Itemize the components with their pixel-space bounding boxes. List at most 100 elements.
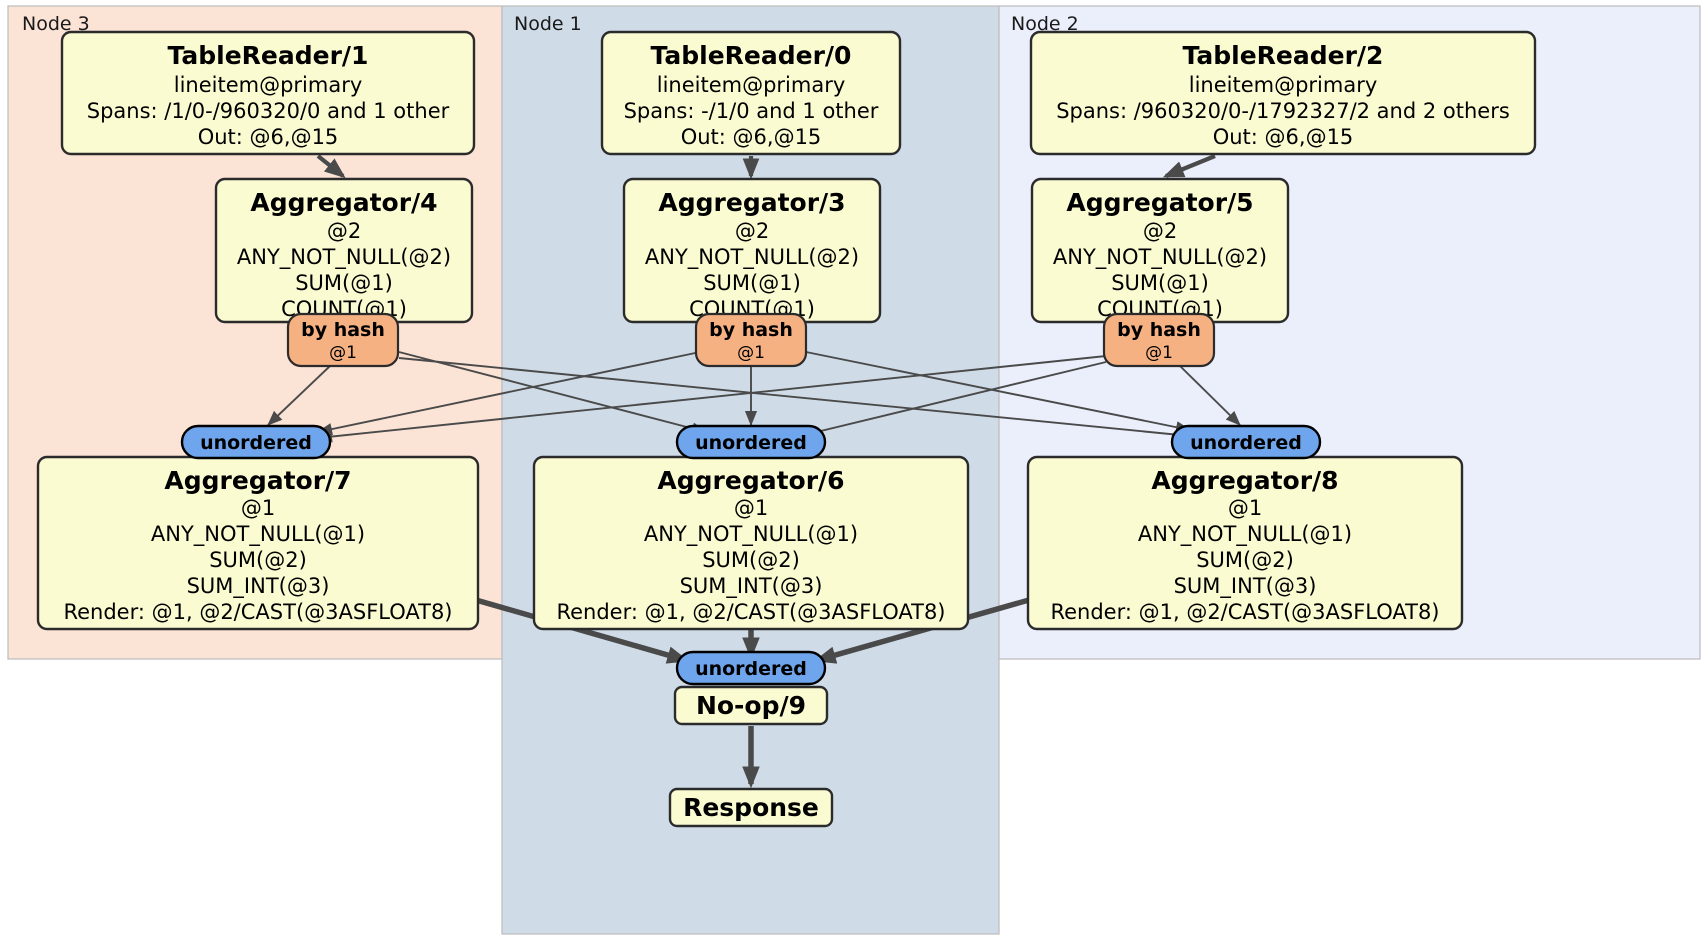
process-box-line-aggregator7-3: SUM_INT(@3) (187, 574, 330, 599)
process-box-line-aggregator6-3: SUM_INT(@3) (680, 574, 823, 599)
process-box-title-response: Response (683, 793, 819, 822)
process-box-title-tablereader2: TableReader/2 (1183, 41, 1384, 70)
hash-badge-aggregator4[interactable]: by hash @1 (286, 312, 400, 368)
process-box-line-aggregator5-0: @2 (1143, 219, 1177, 243)
process-box-line-aggregator7-4: Render: @1, @2/CAST(@3ASFLOAT8) (63, 600, 452, 624)
process-box-line-aggregator8-4: Render: @1, @2/CAST(@3ASFLOAT8) (1050, 600, 1439, 624)
process-box-line-aggregator4-0: @2 (327, 219, 361, 243)
process-box-response[interactable]: Response (668, 787, 834, 828)
node-panel-label-node2: Node 2 (1011, 13, 1079, 35)
process-box-title-aggregator6: Aggregator/6 (657, 466, 844, 495)
process-box-line-aggregator8-3: SUM_INT(@3) (1174, 574, 1317, 599)
edge-hash5-unordered-center (798, 361, 1107, 439)
process-box-title-aggregator7: Aggregator/7 (164, 466, 351, 495)
process-box-line-aggregator4-1: ANY_NOT_NULL(@2) (237, 245, 451, 270)
hash-badge-aggregator5[interactable]: by hash @1 (1102, 312, 1216, 368)
process-box-rect-noop9[interactable] (673, 685, 829, 726)
hash-badge-rect-aggregator5[interactable] (1102, 312, 1216, 368)
unordered-badge-label-right: unordered (1190, 432, 1302, 454)
unordered-badge-final[interactable]: unordered (675, 650, 827, 686)
node-panel-label-node3: Node 3 (22, 13, 90, 35)
hash-badges: by hash @1 by hash @1 by hash @1 (286, 312, 1216, 368)
process-box-tablereader1[interactable]: TableReader/1 lineitem@primary Spans: /1… (60, 30, 476, 156)
process-box-line-tablereader2-2: Out: @6,@15 (1213, 125, 1354, 149)
process-box-aggregator6[interactable]: Aggregator/6 @1 ANY_NOT_NULL(@1) SUM(@2)… (532, 455, 970, 631)
process-box-line-aggregator8-0: @1 (1228, 496, 1262, 520)
process-box-line-tablereader1-0: lineitem@primary (174, 73, 363, 97)
unordered-badge-rect-center[interactable] (675, 424, 827, 460)
process-box-aggregator3[interactable]: Aggregator/3 @2 ANY_NOT_NULL(@2) SUM(@1)… (622, 177, 882, 324)
process-boxes: TableReader/1 lineitem@primary Spans: /1… (36, 30, 1537, 828)
unordered-badge-left[interactable]: unordered (180, 424, 332, 460)
hash-badge-sub-aggregator5: @1 (1145, 343, 1173, 363)
process-box-aggregator5[interactable]: Aggregator/5 @2 ANY_NOT_NULL(@2) SUM(@1)… (1030, 177, 1290, 324)
edge-tablereader1-aggregator4 (316, 154, 346, 179)
process-box-line-aggregator4-2: SUM(@1) (295, 271, 393, 295)
edge-hash4-unordered-left (267, 365, 331, 426)
hash-badge-sub-aggregator4: @1 (329, 343, 357, 363)
edge-hash3-unordered-right (805, 351, 1192, 434)
hash-badge-rect-aggregator4[interactable] (286, 312, 400, 368)
process-box-line-aggregator5-2: SUM(@1) (1111, 271, 1209, 295)
process-box-line-aggregator7-1: ANY_NOT_NULL(@1) (151, 522, 365, 547)
process-box-title-tablereader1: TableReader/1 (168, 41, 369, 70)
process-box-line-aggregator8-2: SUM(@2) (1196, 548, 1294, 572)
process-box-rect-tablereader1[interactable] (60, 30, 476, 156)
edge-tablereader2-aggregator5 (1162, 154, 1216, 178)
hash-badge-label-aggregator3: by hash (709, 319, 793, 341)
edge-hash4-unordered-right (398, 357, 1192, 441)
process-box-tablereader0[interactable]: TableReader/0 lineitem@primary Spans: -/… (600, 30, 902, 156)
process-box-line-tablereader1-1: Spans: /1/0-/960320/0 and 1 other (87, 99, 450, 123)
process-box-line-aggregator7-2: SUM(@2) (209, 548, 307, 572)
unordered-badge-rect-right[interactable] (1170, 424, 1322, 460)
process-box-title-tablereader0: TableReader/0 (651, 41, 852, 70)
process-box-title-aggregator3: Aggregator/3 (658, 188, 845, 217)
process-box-line-tablereader0-0: lineitem@primary (657, 73, 846, 97)
process-box-line-aggregator6-1: ANY_NOT_NULL(@1) (644, 522, 858, 547)
process-box-line-aggregator3-0: @2 (735, 219, 769, 243)
hash-badge-sub-aggregator3: @1 (737, 343, 765, 363)
edge-hash5-unordered-right (1179, 365, 1241, 426)
unordered-badge-right[interactable]: unordered (1170, 424, 1322, 460)
process-box-aggregator4[interactable]: Aggregator/4 @2 ANY_NOT_NULL(@2) SUM(@1)… (214, 177, 474, 324)
process-box-title-noop9: No-op/9 (696, 691, 806, 720)
edges-hash-shuffle (267, 351, 1241, 443)
unordered-badge-label-center: unordered (695, 432, 807, 454)
hash-badge-label-aggregator4: by hash (301, 319, 385, 341)
unordered-badge-rect-final[interactable] (675, 650, 827, 686)
process-box-title-aggregator5: Aggregator/5 (1066, 188, 1253, 217)
edges-tablereader-to-aggregator (316, 154, 1216, 180)
unordered-badge-center[interactable]: unordered (675, 424, 827, 460)
edge-hash3-unordered-left (316, 351, 701, 436)
process-box-title-aggregator4: Aggregator/4 (250, 188, 437, 217)
process-box-line-aggregator7-0: @1 (241, 496, 275, 520)
edge-hash4-unordered-center (398, 351, 708, 435)
edge-hash5-unordered-left (316, 355, 1107, 443)
hash-badge-aggregator3[interactable]: by hash @1 (694, 312, 808, 368)
process-box-rect-response[interactable] (668, 787, 834, 828)
unordered-badges: unordered unordered unordered unordered (180, 424, 1322, 686)
process-box-aggregator7[interactable]: Aggregator/7 @1 ANY_NOT_NULL(@1) SUM(@2)… (36, 455, 480, 631)
process-box-line-tablereader1-2: Out: @6,@15 (198, 125, 339, 149)
process-box-line-tablereader0-2: Out: @6,@15 (681, 125, 822, 149)
process-box-line-tablereader0-1: Spans: -/1/0 and 1 other (624, 99, 879, 123)
process-box-aggregator8[interactable]: Aggregator/8 @1 ANY_NOT_NULL(@1) SUM(@2)… (1026, 455, 1464, 631)
node-panel-label-node1: Node 1 (514, 13, 582, 35)
process-box-rect-tablereader0[interactable] (600, 30, 902, 156)
process-box-line-aggregator6-0: @1 (734, 496, 768, 520)
unordered-badge-label-final: unordered (695, 658, 807, 680)
process-box-line-aggregator3-1: ANY_NOT_NULL(@2) (645, 245, 859, 270)
process-box-line-aggregator3-2: SUM(@1) (703, 271, 801, 295)
process-box-line-tablereader2-1: Spans: /960320/0-/1792327/2 and 2 others (1056, 99, 1510, 123)
process-box-tablereader2[interactable]: TableReader/2 lineitem@primary Spans: /9… (1029, 30, 1537, 156)
unordered-badge-rect-left[interactable] (180, 424, 332, 460)
process-box-rect-tablereader2[interactable] (1029, 30, 1537, 156)
hash-badge-label-aggregator5: by hash (1117, 319, 1201, 341)
process-box-noop9[interactable]: No-op/9 (673, 685, 829, 726)
process-box-line-tablereader2-0: lineitem@primary (1189, 73, 1378, 97)
process-box-line-aggregator6-2: SUM(@2) (702, 548, 800, 572)
process-box-line-aggregator5-1: ANY_NOT_NULL(@2) (1053, 245, 1267, 270)
hash-badge-rect-aggregator3[interactable] (694, 312, 808, 368)
